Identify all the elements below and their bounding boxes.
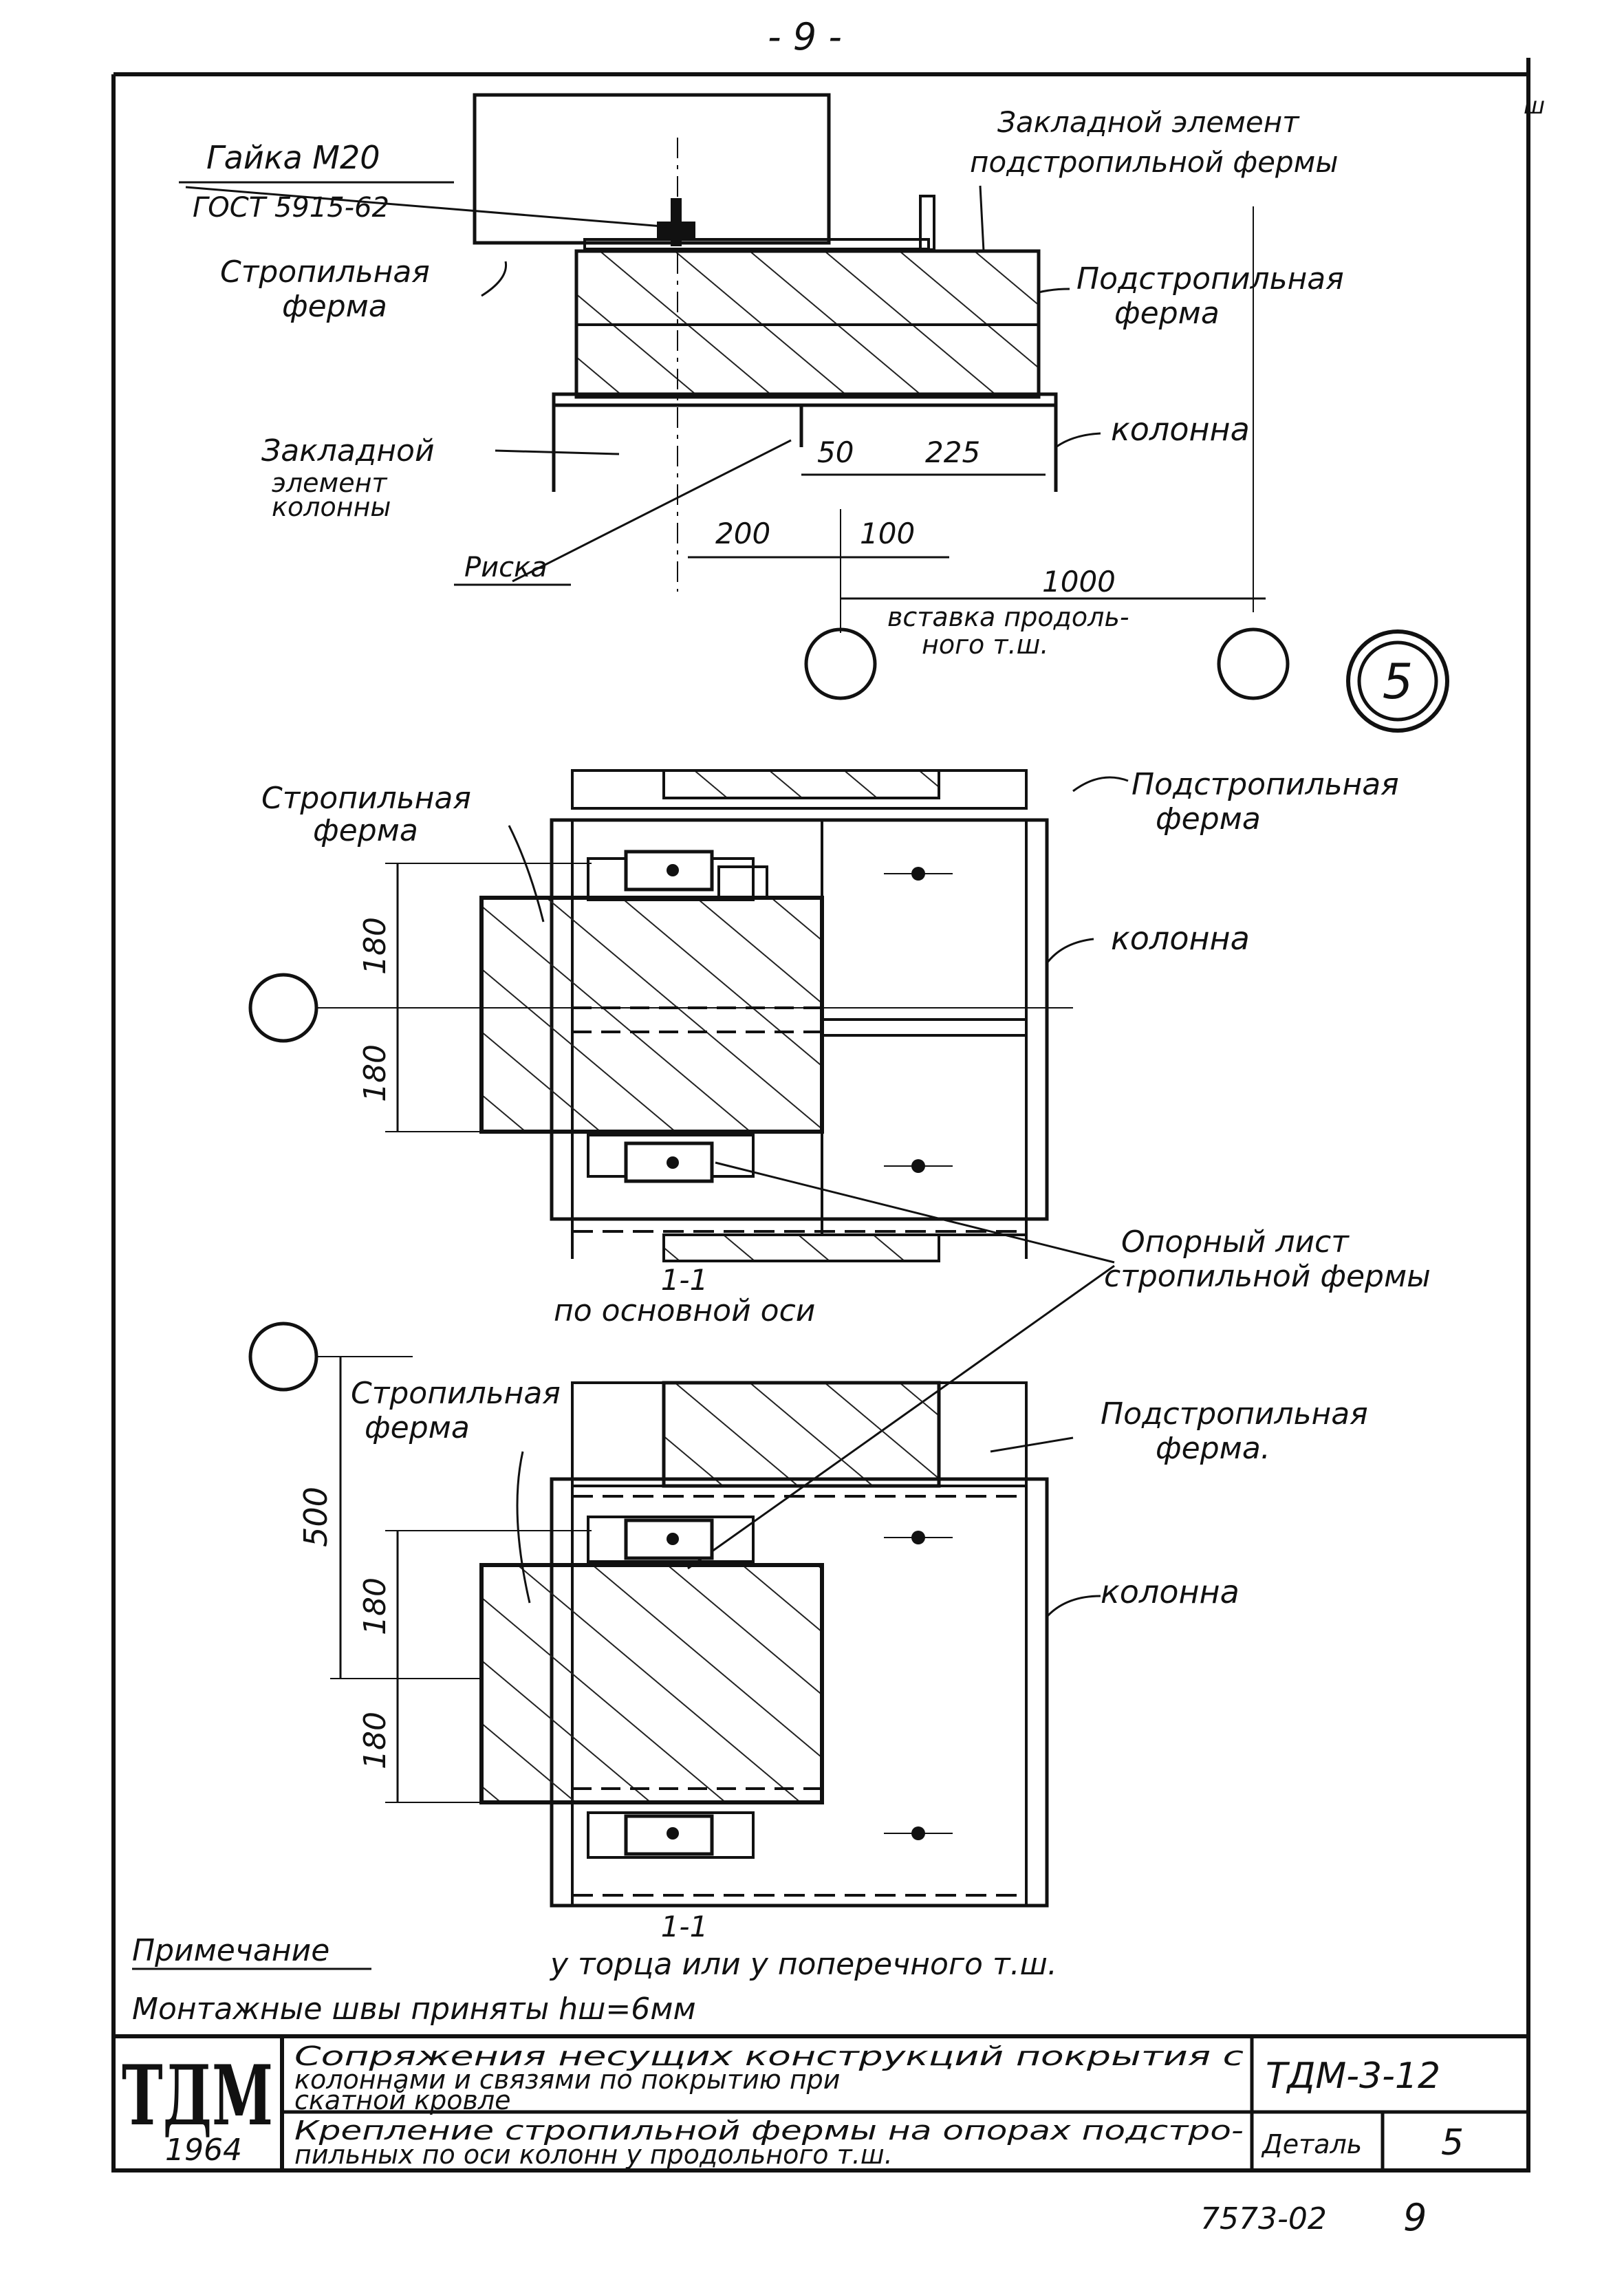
rafter-truss-label-1: Стропильная — [220, 255, 430, 290]
title-line-1: Сопряжения несущих конструкций покрытия … — [294, 2041, 1244, 2071]
detail-marker-number: 5 — [1383, 654, 1414, 710]
title-line-3: скатной кровле — [294, 2085, 511, 2115]
drawing-code: ТДМ-3-12 — [1266, 2056, 1440, 2097]
note-text: Монтажные швы приняты hш=6мм — [132, 1992, 696, 2027]
title-block: ТДМ 1964 Сопряжения несущих конструкций … — [111, 2034, 1530, 2172]
dim-225: 225 — [925, 435, 980, 469]
rafter-truss-label-2: ферма — [282, 289, 387, 324]
rafter-truss-mid-label-1: Стропильная — [261, 781, 471, 816]
dim-1000: 1000 — [1042, 565, 1116, 599]
logo-tdm: ТДМ — [122, 2047, 273, 2144]
support-sheet-label-1: Опорный лист — [1121, 1225, 1350, 1260]
sheet-frame — [111, 58, 1530, 2167]
rafter-truss-mid — [479, 896, 824, 1134]
axis-bubble-top-right — [1217, 627, 1290, 700]
middle-view: 180 180 Стропильная ферма Подстропильная… — [248, 767, 1399, 1328]
page-mark: - 9 - — [768, 15, 842, 58]
title-line-2: колоннами и связями по покрытию при — [294, 2064, 841, 2095]
sheet-page-number: 9 — [1403, 2196, 1427, 2239]
column-plate — [552, 392, 1058, 407]
embed-column-label-1: Закладной — [261, 433, 435, 468]
sub-truss-bottom-hatch — [662, 1233, 940, 1262]
sub-truss-mid-label-2: ферма — [1156, 801, 1261, 837]
embed-column-label-2: элемент — [272, 468, 388, 498]
bottom-view: 500 180 180 Стропильная ферма Подстропил… — [248, 1322, 1368, 1982]
section-1-1-bottom: 1-1 — [661, 1910, 708, 1943]
section-caption-mid: по основной оси — [554, 1293, 815, 1328]
dim-180-bottom-a: 180 — [358, 1577, 393, 1635]
dim-100: 100 — [860, 517, 915, 550]
rafter-truss-mid-label-2: ферма — [313, 813, 418, 848]
dim-180-bottom-b: 180 — [358, 1712, 393, 1769]
axis-bubble-mid — [248, 973, 318, 1043]
embed-truss-label-1: Закладной элемент — [997, 105, 1300, 139]
note-heading: Примечание — [132, 1933, 329, 1968]
support-sheet-callout: Опорный лист стропильной фермы — [687, 1161, 1431, 1570]
column-bottom-label: колонна — [1101, 1573, 1239, 1610]
detail-number: 5 — [1441, 2122, 1464, 2164]
detail-marker-outer — [1346, 629, 1449, 733]
nut-label-2: ГОСТ 5915-62 — [193, 192, 389, 224]
note: Примечание Монтажные швы приняты hш=6мм — [132, 1933, 696, 2027]
year: 1964 — [165, 2133, 242, 2168]
embed-plate-top — [583, 238, 930, 250]
sub-truss-bottom-view-hatch — [662, 1381, 941, 1488]
detail-marker-inner — [1357, 640, 1438, 722]
sub-truss-label-1: Подстропильная — [1076, 261, 1344, 296]
nut-label-1: Гайка М20 — [206, 139, 380, 176]
dim-50: 50 — [817, 435, 854, 469]
section-caption-bottom: у торца или у поперечного т.ш. — [549, 1947, 1057, 1982]
dim-500: 500 — [297, 1487, 334, 1547]
dim-180-mid-a: 180 — [358, 917, 393, 975]
rafter-truss-bottom-label-1: Стропильная — [351, 1376, 561, 1411]
embed-truss-label-2: подстропильной фермы — [970, 145, 1339, 179]
section-1-1-mid: 1-1 — [661, 1263, 708, 1297]
sub-truss-bottom-label-1: Подстропильная — [1101, 1397, 1368, 1432]
insert-label-2: ного т.ш. — [922, 629, 1048, 660]
column-mid-label: колонна — [1111, 920, 1250, 957]
inventory-number: 7573-02 — [1200, 2201, 1327, 2236]
rafter-truss-bottom — [479, 1563, 824, 1804]
sub-truss-bottom-label-2: ферма. — [1156, 1431, 1270, 1466]
sub-truss-mid-label-1: Подстропильная — [1132, 767, 1399, 802]
dim-200: 200 — [715, 517, 770, 550]
column-label-top: колонна — [1111, 411, 1250, 448]
risk-label: Риска — [464, 552, 548, 583]
rafter-truss-bottom-label-2: ферма — [365, 1410, 470, 1445]
subtitle-line-2: пильных по оси колонн у продольного т.ш. — [294, 2139, 893, 2170]
sub-truss-label-2: ферма — [1114, 296, 1220, 331]
support-sheet-label-2: стропильной фермы — [1104, 1259, 1431, 1294]
top-view: 5 Гайка М20 ГОСТ 5915-62 Закладной элеме… — [179, 93, 1449, 733]
axis-bubble-bottom — [248, 1322, 318, 1392]
sub-truss-top-hatch — [662, 769, 940, 799]
embed-column-label-3: колонны — [272, 492, 391, 522]
dim-180-mid-b: 180 — [358, 1044, 393, 1102]
detail-label: Деталь — [1261, 2129, 1362, 2159]
insert-label-1: вставка продоль- — [887, 602, 1129, 632]
nut-left — [657, 222, 695, 239]
axis-bubble-top-left — [804, 627, 877, 700]
sub-truss-upper-box — [473, 93, 831, 245]
subtitle-line-1: Крепление стропильной фермы на опорах по… — [294, 2115, 1244, 2146]
